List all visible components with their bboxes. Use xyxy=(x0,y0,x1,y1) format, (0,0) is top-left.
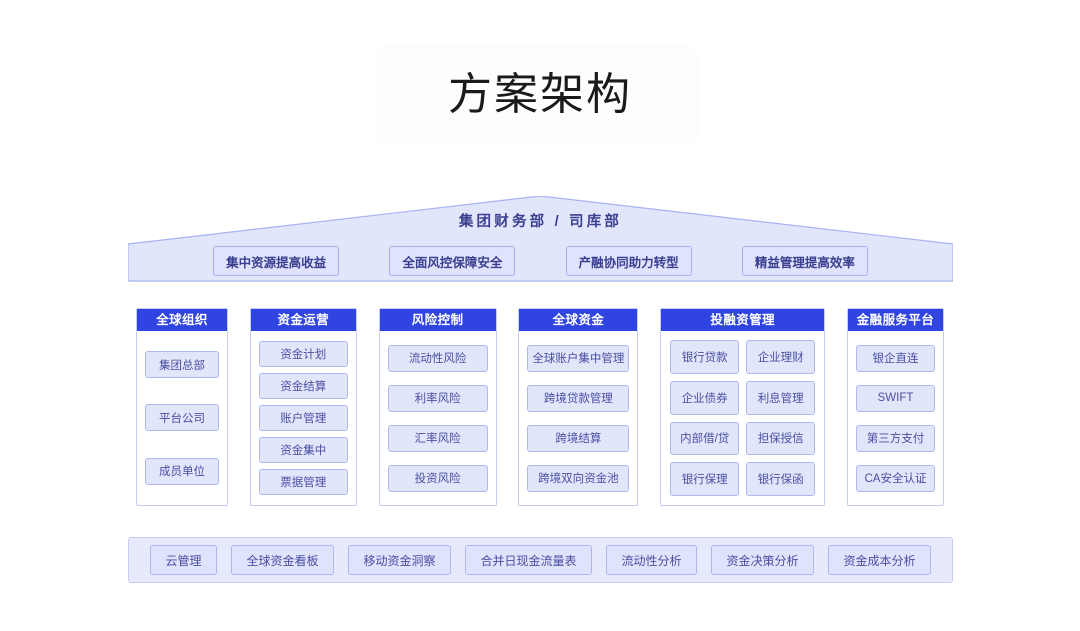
column-item[interactable]: 跨境结算 xyxy=(527,424,630,452)
column-item[interactable]: 资金集中 xyxy=(258,437,348,463)
column-header: 金融服务平台 xyxy=(847,309,943,331)
column-item[interactable]: 流动性风险 xyxy=(387,344,488,372)
column-fund-operation: 资金运营 资金计划 资金结算 账户管理 资金集中 票据管理 xyxy=(249,308,357,506)
title-backdrop xyxy=(377,45,699,143)
bottom-bar-item[interactable]: 云管理 xyxy=(150,545,217,575)
column-item[interactable]: 利息管理 xyxy=(746,380,816,415)
banner-pill[interactable]: 产融协同助力转型 xyxy=(565,246,692,276)
bottom-bar-item[interactable]: 全球资金看板 xyxy=(231,545,334,575)
column-header: 全球组织 xyxy=(137,309,227,331)
column-financial-service-platform: 金融服务平台 银企直连 SWIFT 第三方支付 CA安全认证 xyxy=(846,308,944,506)
column-item[interactable]: 银行保函 xyxy=(746,462,816,496)
column-body: 资金计划 资金结算 账户管理 资金集中 票据管理 xyxy=(251,331,356,505)
bottom-capability-bar: 云管理 全球资金看板 移动资金洞察 合并日现金流量表 流动性分析 资金决策分析 … xyxy=(128,537,953,583)
column-item[interactable]: 票据管理 xyxy=(258,469,348,495)
bottom-bar-item[interactable]: 流动性分析 xyxy=(606,545,697,575)
column-item[interactable]: 利率风险 xyxy=(387,384,488,412)
column-header: 资金运营 xyxy=(250,309,356,331)
column-body: 集团总部 平台公司 成员单位 xyxy=(137,331,227,505)
column-item[interactable]: 第三方支付 xyxy=(855,424,935,452)
column-body: 流动性风险 利率风险 汇率风险 投资风险 xyxy=(380,331,496,505)
bottom-bar-item[interactable]: 资金决策分析 xyxy=(711,545,814,575)
bottom-bar-item[interactable]: 合并日现金流量表 xyxy=(465,545,592,575)
banner-pill-row: 集中资源提高收益 全面风控保障安全 产融协同助力转型 精益管理提高效率 xyxy=(128,244,953,278)
column-item[interactable]: 全球账户集中管理 xyxy=(527,344,630,372)
column-item[interactable]: 跨境双向资金池 xyxy=(527,464,630,492)
column-global-organization: 全球组织 集团总部 平台公司 成员单位 xyxy=(136,308,228,506)
roof-label: 集团财务部 / 司库部 xyxy=(458,214,623,230)
column-item[interactable]: 成员单位 xyxy=(145,457,219,485)
pillar-columns: 全球组织 集团总部 平台公司 成员单位 资金运营 资金计划 资金结算 账户管理 … xyxy=(136,308,944,506)
column-header: 投融资管理 xyxy=(661,309,825,331)
column-item[interactable]: 内部借/贷 xyxy=(670,421,740,456)
column-item[interactable]: 投资风险 xyxy=(387,464,488,492)
column-header: 风险控制 xyxy=(379,309,496,331)
column-body: 银企直连 SWIFT 第三方支付 CA安全认证 xyxy=(848,331,943,505)
column-body: 全球账户集中管理 跨境贷款管理 跨境结算 跨境双向资金池 xyxy=(519,331,637,505)
column-risk-control: 风险控制 流动性风险 利率风险 汇率风险 投资风险 xyxy=(378,308,497,506)
column-item[interactable]: SWIFT xyxy=(855,384,935,412)
column-item[interactable]: 集团总部 xyxy=(145,351,219,379)
page-title: 方案架构 xyxy=(448,70,632,119)
column-item[interactable]: CA安全认证 xyxy=(855,464,935,492)
bottom-bar-item[interactable]: 资金成本分析 xyxy=(828,545,931,575)
column-item[interactable]: 企业债券 xyxy=(670,380,740,415)
banner-pill[interactable]: 精益管理提高效率 xyxy=(741,246,868,276)
column-item[interactable]: 账户管理 xyxy=(258,405,348,431)
bottom-bar-item[interactable]: 移动资金洞察 xyxy=(348,545,451,575)
column-header: 全球资金 xyxy=(519,309,638,331)
banner-pill[interactable]: 集中资源提高收益 xyxy=(213,246,340,276)
banner-pill[interactable]: 全面风控保障安全 xyxy=(389,246,516,276)
column-body: 银行贷款 企业理财 企业债券 利息管理 内部借/贷 担保授信 银行保理 银行保函 xyxy=(661,331,824,505)
column-item[interactable]: 跨境贷款管理 xyxy=(527,384,630,412)
column-item[interactable]: 资金结算 xyxy=(258,373,348,399)
column-investment-financing: 投融资管理 银行贷款 企业理财 企业债券 利息管理 内部借/贷 担保授信 银行保… xyxy=(660,308,826,506)
column-item[interactable]: 平台公司 xyxy=(145,404,219,432)
column-item[interactable]: 汇率风险 xyxy=(387,424,488,452)
column-item[interactable]: 企业理财 xyxy=(746,340,816,374)
column-item[interactable]: 银行保理 xyxy=(670,462,740,496)
column-global-funds: 全球资金 全球账户集中管理 跨境贷款管理 跨境结算 跨境双向资金池 xyxy=(518,308,639,506)
column-item[interactable]: 银行贷款 xyxy=(670,340,740,374)
roof-banner: 集团财务部 / 司库部 集中资源提高收益 全面风控保障安全 产融协同助力转型 精… xyxy=(128,196,953,282)
column-item[interactable]: 担保授信 xyxy=(746,421,816,456)
column-item[interactable]: 资金计划 xyxy=(258,341,348,367)
column-item[interactable]: 银企直连 xyxy=(855,344,935,372)
